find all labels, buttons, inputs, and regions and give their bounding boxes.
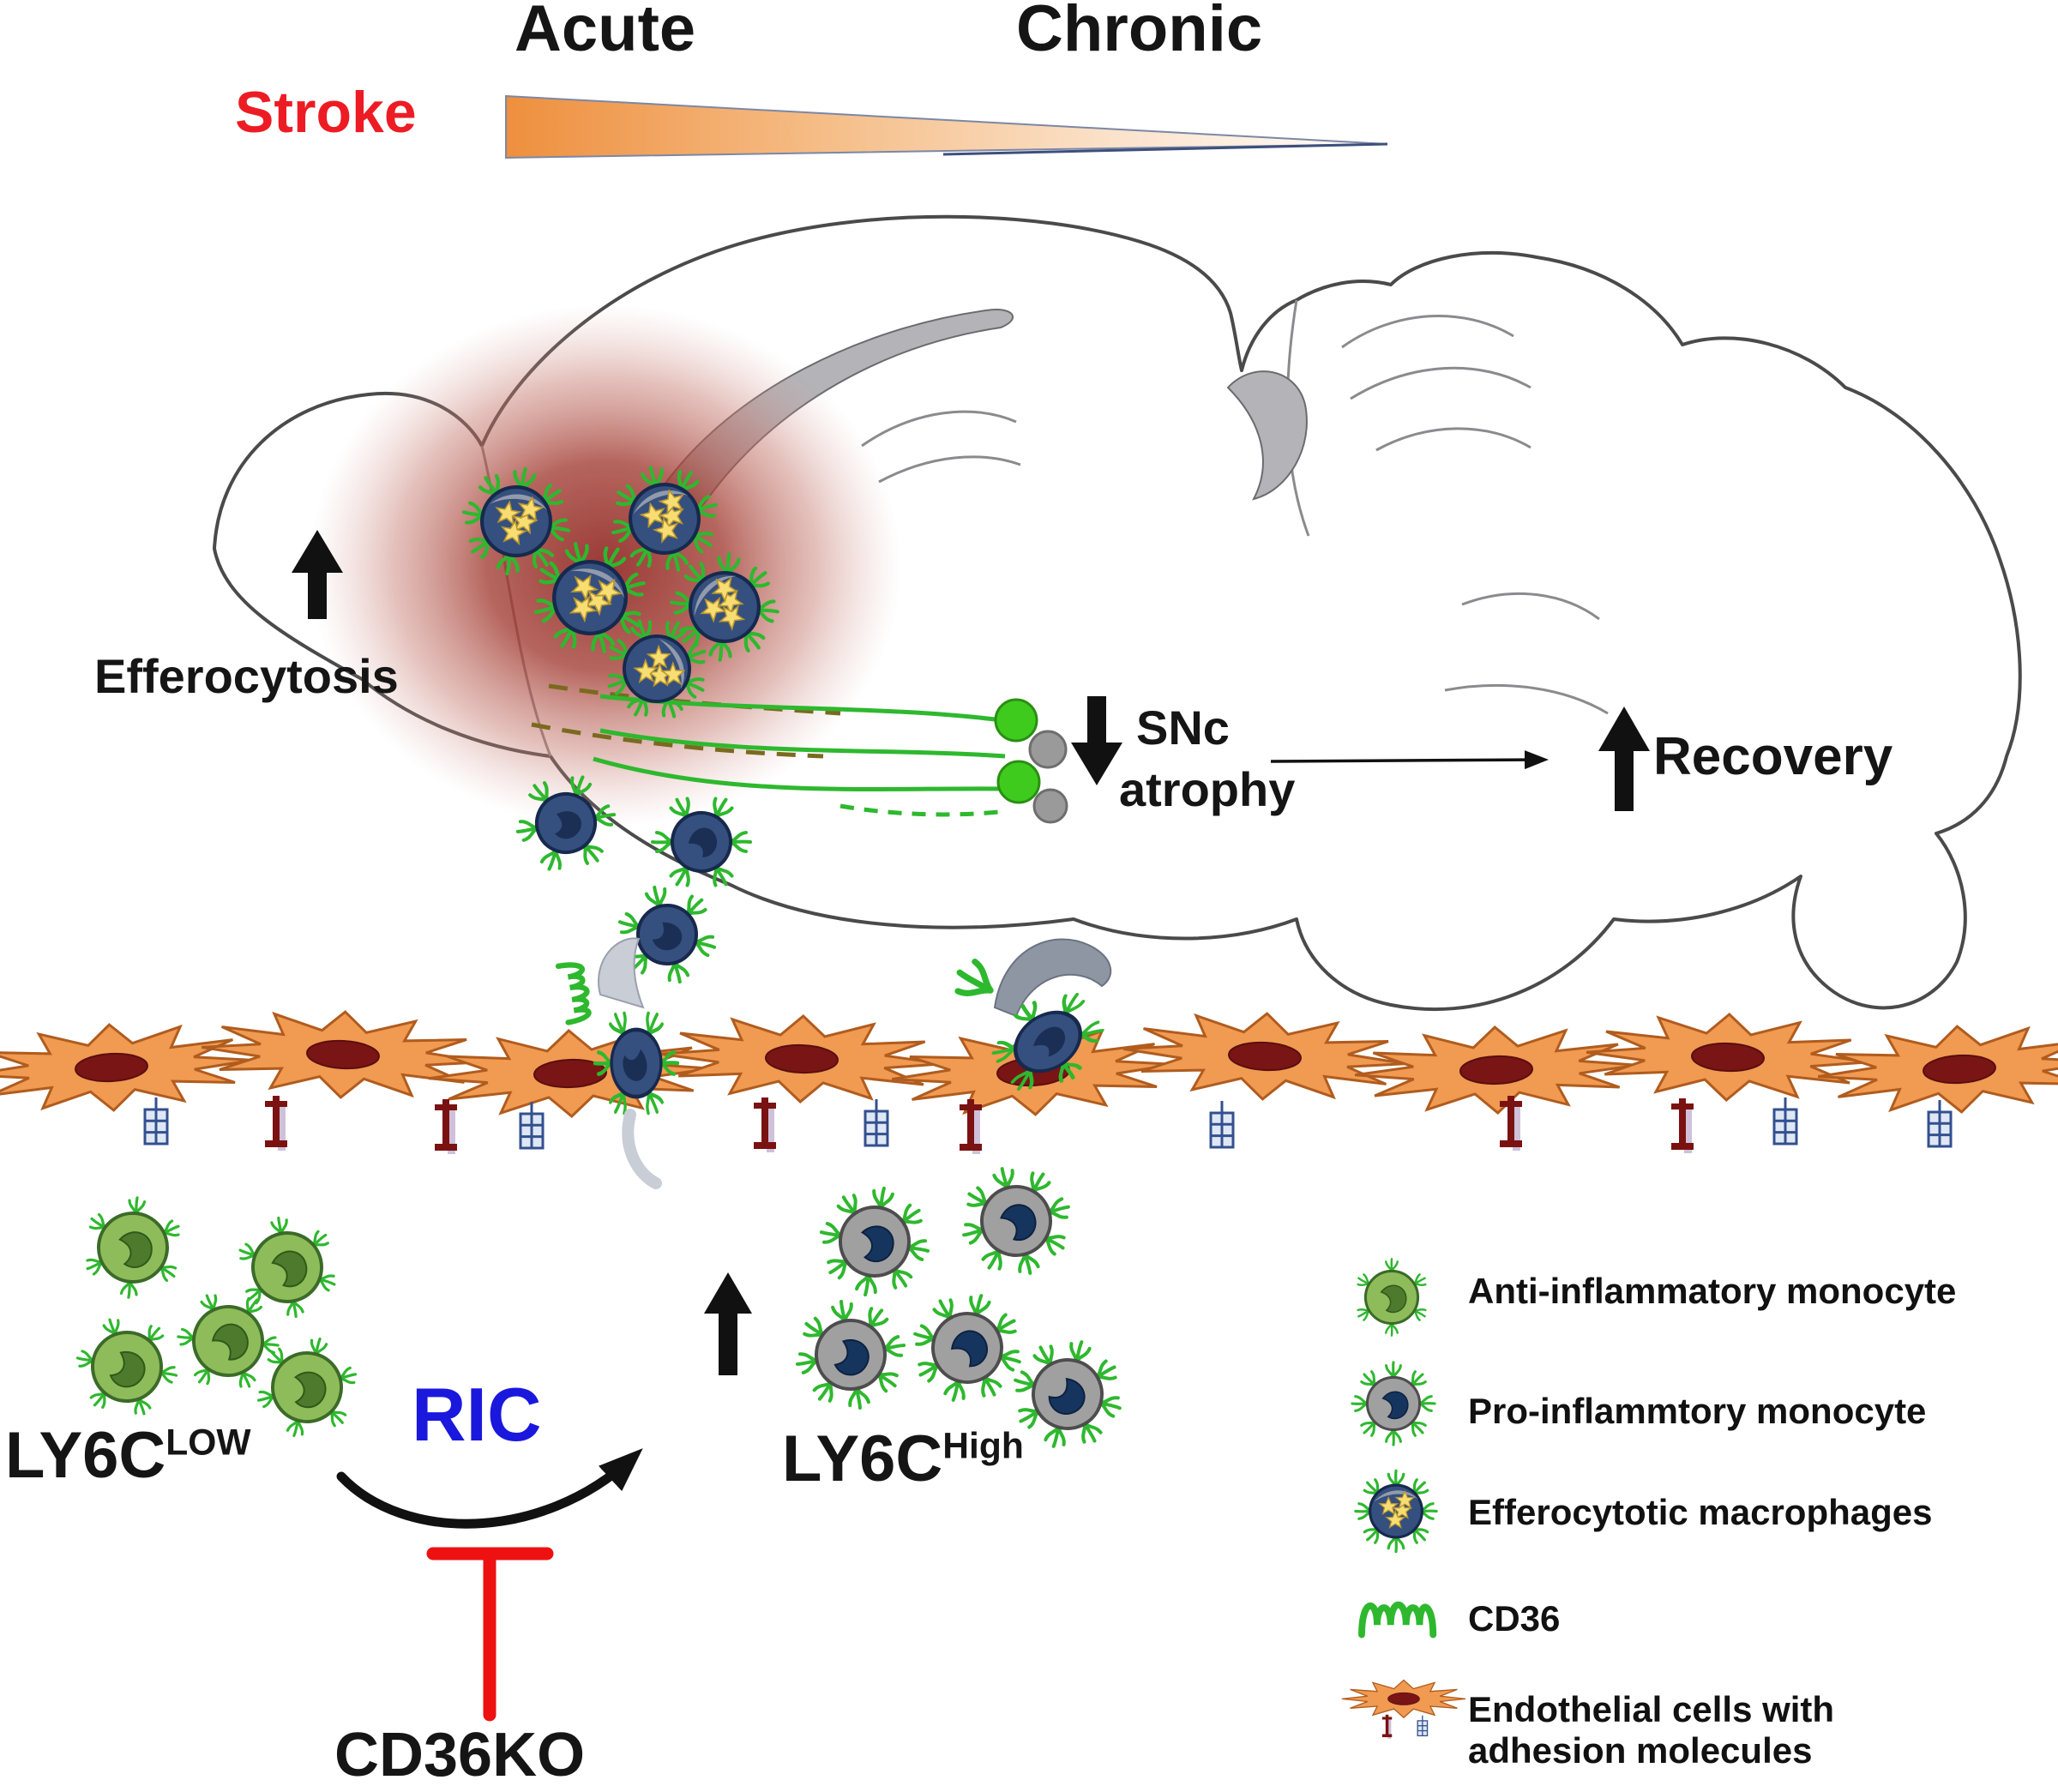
efferocytosis-up-arrow [292,530,343,619]
ly6c-high-up-arrow [704,1272,752,1375]
recovery-label: Recovery [1653,727,1893,786]
ly6c-low-monocytes-group [58,1194,365,1448]
legend-label-cd36: CD36 [1468,1598,1561,1639]
atrophy-label: atrophy [1119,762,1296,816]
endothelial-cell-icon [1341,1679,1466,1739]
ly6c-low-base: LY6C [5,1419,166,1492]
legend-label-endothelial-line2: adhesion molecules [1468,1730,1813,1771]
efferocytosis-label: Efferocytosis [94,649,399,703]
ly6c-high-monocytes-group [775,1155,1141,1468]
adhesion-molecule-icon [1927,1098,1953,1148]
cd36-squiggle [558,962,592,1022]
endothelial-cell [0,1015,256,1120]
stroke-label: Stroke [235,80,417,145]
adhesion-molecules-group [143,1096,1953,1154]
pro-inflammatory-monocyte-icon [1346,1356,1441,1451]
legend-label-mac: Efferocytotic macrophages [1468,1492,1933,1532]
legend-label-pro: Pro-inflammtory monocyte [1468,1391,1927,1431]
endothelial-cell [1120,1004,1410,1109]
adhesion-molecule-icon [960,1099,982,1154]
ric-curved-arrow [336,1448,643,1529]
anti-inflammatory-monocyte [58,1298,195,1435]
endothelial-cell [198,1002,488,1107]
nigrostriatal-projections [531,683,1011,817]
ly6c-high-sup: High [942,1425,1024,1467]
adhesion-molecule-icon [519,1100,545,1150]
cd36ko-label: CD36KO [334,1721,586,1789]
legend-label-endothelial-line1: Endothelial cells with [1468,1689,1835,1729]
pro-inflammatory-monocyte [812,1179,937,1304]
anti-inflammatory-monocyte-icon [1345,1250,1439,1344]
recovery-up-arrow [1598,707,1650,811]
adhesion-molecule-icon [1772,1096,1798,1146]
ly6c-high-base: LY6C [782,1422,943,1495]
adhesion-molecule-icon [435,1099,457,1154]
acute-chronic-gradient-triangle [505,94,1388,159]
cd36-tuft [951,958,999,1005]
snc-down-arrow [1071,696,1122,785]
anti-inflammatory-monocyte [81,1194,184,1302]
endothelial-cell [1351,1020,1641,1120]
snc-to-recovery-arrow [1270,750,1549,770]
chronic-label: Chronic [1016,0,1263,65]
ly6c-low-label: LY6CLOW [5,1422,251,1490]
snc-neurons [994,698,1068,824]
endothelial-cell [1814,1017,2058,1122]
ly6c-low-sup: LOW [165,1422,251,1464]
pro-inflammatory-monocyte [775,1279,925,1429]
pro-inflammatory-monocyte [950,1155,1082,1287]
legend-label-anti: Anti-inflammatory monocyte [1468,1271,1957,1311]
pro-inflammatory-monocyte [894,1274,1041,1422]
adhesion-molecule-icon [1209,1099,1235,1149]
ric-label: RIC [412,1372,542,1457]
adhesion-molecule-icon [1671,1098,1694,1153]
transmigrating-monocyte-2 [951,938,1119,1110]
adhesion-molecule-icon [1500,1096,1522,1151]
acute-label: Acute [514,0,696,65]
legend-label-endothelial: Endothelial cells with adhesion molecule… [1468,1689,1834,1771]
snc-label: SNc [1136,701,1230,755]
cd36-icon [1353,1585,1447,1646]
adhesion-molecule-icon [864,1097,889,1147]
ly6c-high-label: LY6CHigh [782,1425,1024,1494]
adhesion-molecule-icon [143,1096,169,1146]
efferocytotic-macrophage-icon [1345,1462,1447,1560]
adhesion-molecule-icon [754,1097,776,1152]
endothelial-cell [1583,1007,1873,1107]
adhesion-molecule-icon [265,1096,287,1151]
cd36ko-inhibition-bar [426,1547,554,1722]
endothelial-cell [657,1009,947,1109]
transmigrating-monocyte-1 [558,937,677,1189]
